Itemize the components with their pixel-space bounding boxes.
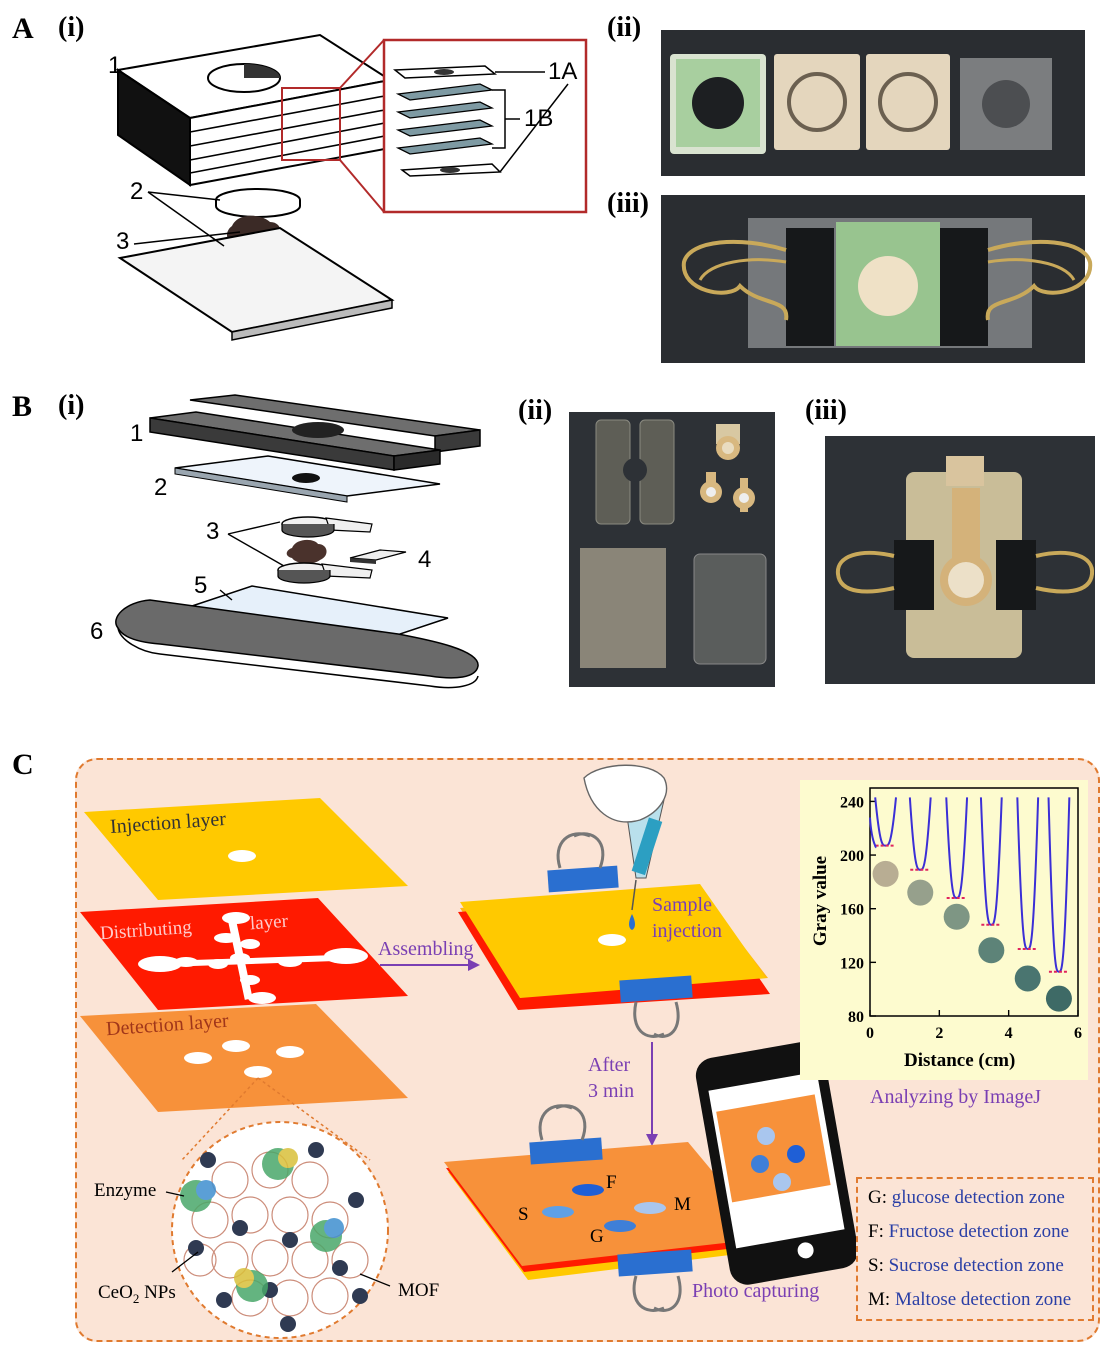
zone-letter-f: F (606, 1172, 617, 1193)
sample-dot-6 (1045, 985, 1072, 1012)
legend-value-f: Fructose detection zone (888, 1221, 1070, 1242)
zone-legend: G: glucose detection zone F: Fructose de… (856, 1177, 1094, 1321)
legend-row-f: F: Fructose detection zone (868, 1221, 1069, 1243)
legend-key-m: M: (868, 1289, 895, 1310)
ceo2-label-main: CeO (98, 1282, 133, 1303)
zone-letter-g: G (590, 1226, 604, 1247)
label-a-1b: 1B (524, 105, 554, 132)
ceo2-label-tail: NPs (139, 1282, 176, 1303)
panel-b-sub-ii: (ii) (518, 395, 553, 426)
chart-background (800, 780, 1088, 1080)
panel-letter-b: B (12, 390, 33, 423)
sample-dot-1 (872, 860, 899, 887)
label-a-1a: 1A (548, 58, 578, 85)
sample-dot-3 (943, 903, 970, 930)
panel-b-sub-iii: (iii) (805, 395, 847, 426)
gray-profile-curve-5 (1016, 797, 1040, 950)
panel-a-ii-photo (661, 30, 1085, 176)
label-b-2: 2 (154, 474, 168, 501)
panel-a-sub-iii: (iii) (607, 188, 649, 219)
y-tick-label: 160 (840, 902, 864, 919)
label-a-3: 3 (116, 228, 130, 255)
x-tick-label: 4 (1005, 1025, 1013, 1042)
sample-injection-label-b: injection (652, 920, 722, 942)
legend-row-g: G: glucose detection zone (868, 1187, 1065, 1209)
panel-a-sub-ii: (ii) (607, 12, 642, 43)
legend-value-g: glucose detection zone (891, 1187, 1065, 1208)
x-tick-label: 2 (935, 1025, 943, 1042)
ceo2-label: CeO2 NPs (98, 1282, 176, 1307)
legend-row-m: M: Maltose detection zone (868, 1289, 1071, 1311)
after-label-b: 3 min (588, 1080, 635, 1102)
x-tick-label: 6 (1074, 1025, 1082, 1042)
ceo2-label-sub: 2 (132, 1290, 140, 1306)
panel-a-iii-photo (661, 195, 1093, 363)
x-tick-label: 0 (866, 1025, 874, 1042)
legend-value-s: Sucrose detection zone (888, 1255, 1064, 1276)
legend-value-m: Maltose detection zone (894, 1289, 1072, 1310)
legend-key-s: S: (868, 1255, 889, 1276)
label-b-3: 3 (206, 518, 220, 545)
label-b-5: 5 (194, 572, 208, 599)
panel-a-exploded-diagram (115, 33, 588, 341)
panel-b-iii-photo (825, 436, 1095, 684)
gray-profile-curve-6 (1047, 797, 1071, 973)
panel-b-exploded-diagram (115, 394, 481, 689)
after-label-a: After (588, 1054, 631, 1076)
enzyme-label: Enzyme (94, 1180, 157, 1201)
legend-row-s: S: Sucrose detection zone (868, 1255, 1064, 1277)
label-b-4: 4 (418, 546, 432, 573)
sample-dot-2 (907, 879, 934, 906)
y-tick-label: 200 (840, 848, 864, 865)
legend-key-g: G: (868, 1187, 892, 1208)
zone-letter-s: S (518, 1204, 529, 1225)
y-tick-label: 120 (840, 955, 864, 972)
y-tick-label: 80 (848, 1009, 864, 1026)
sample-injection-label-a: Sample (652, 894, 712, 916)
label-b-1: 1 (130, 420, 144, 447)
chart-y-axis-label: Gray value (810, 855, 832, 947)
sample-dot-4 (978, 937, 1005, 964)
gray-profile-curve-4 (979, 797, 1003, 926)
panel-b-sub-i: (i) (58, 390, 85, 421)
panel-b-ii-photo (569, 412, 775, 687)
assembling-label: Assembling (378, 938, 474, 960)
label-a-2: 2 (130, 178, 144, 205)
imagej-label: Analyzing by ImageJ (870, 1086, 1042, 1108)
panel-letter-c: C (12, 748, 34, 781)
chart-x-axis-label: Distance (cm) (904, 1050, 1016, 1071)
y-tick-label: 240 (840, 794, 864, 811)
panel-letter-a: A (12, 12, 34, 45)
mof-label: MOF (398, 1280, 440, 1301)
gray-profile-lead (869, 817, 877, 849)
chart-plot-frame (869, 787, 1079, 1017)
legend-key-f: F: (868, 1221, 889, 1242)
sample-dot-5 (1014, 965, 1041, 992)
label-b-6: 6 (90, 618, 104, 645)
label-a-1: 1 (108, 52, 122, 79)
photo-capturing-label: Photo capturing (692, 1280, 820, 1302)
panel-a-sub-i: (i) (58, 12, 85, 43)
zone-letter-m: M (674, 1194, 691, 1215)
